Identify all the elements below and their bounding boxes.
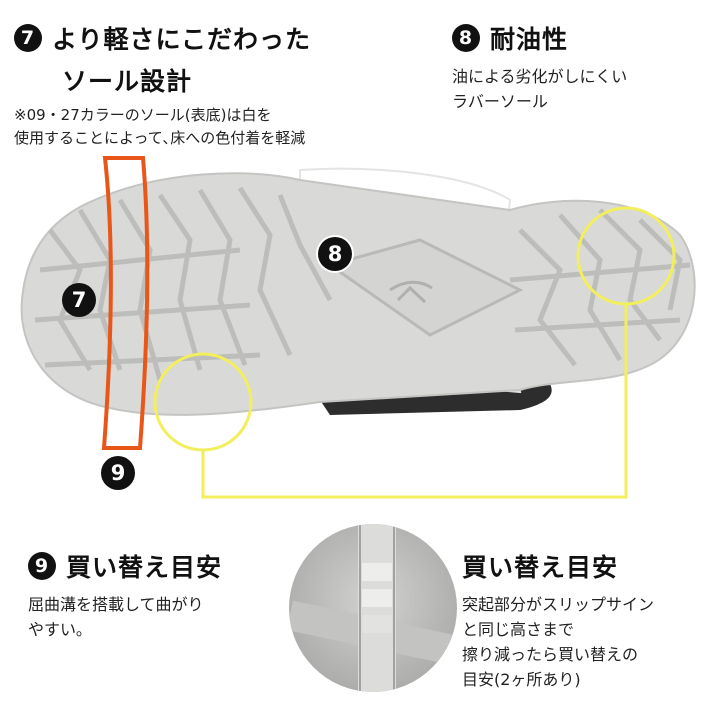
mizuno-runbird-icon <box>389 280 433 304</box>
feature9-heading: 9 買い替え目安 <box>28 548 222 584</box>
closeup-detail <box>289 524 457 692</box>
sole-marker-8: 8 <box>318 237 352 271</box>
replace-desc: 突起部分がスリップサイン と同じ高さまで 擦り減ったら買い替えの 目安(2ヶ所あ… <box>462 595 655 689</box>
feature7-heading-line2: ソール設計 <box>14 62 311 98</box>
sole-marker-9: 9 <box>101 456 135 490</box>
arch-plate <box>326 238 524 337</box>
sole-marker-7: 7 <box>62 283 96 317</box>
feature9-block: 9 買い替え目安 屈曲溝を搭載して曲がり やすい｡ <box>28 548 222 642</box>
wear-indicator-closeup <box>289 524 457 692</box>
feature8-desc: 油による劣化がしにくい ラバーソール <box>452 67 628 111</box>
feature7-title-line2: ソール設計 <box>62 67 193 96</box>
wear-indicator-connector <box>201 304 628 499</box>
orange-highlight-band <box>101 156 150 450</box>
feature7-block: 7 より軽さにこだわった ソール設計 ※09・27カラーのソール(表底)は白を … <box>14 20 311 150</box>
feature9-badge: 9 <box>28 552 56 580</box>
feature8-badge: 8 <box>452 24 480 52</box>
feature9-desc: 屈曲溝を搭載して曲がり やすい｡ <box>28 595 204 639</box>
replace-heading: 買い替え目安 <box>462 548 654 584</box>
feature7-heading: 7 より軽さにこだわった <box>14 20 311 56</box>
replace-guide-block: 買い替え目安 突起部分がスリップサイン と同じ高さまで 擦り減ったら買い替えの … <box>462 548 654 692</box>
feature7-title-line1: より軽さにこだわった <box>52 25 312 54</box>
feature8-block: 8 耐油性 油による劣化がしにくい ラバーソール <box>452 20 627 114</box>
shoe-sole-illustration <box>20 156 696 499</box>
feature8-title: 耐油性 <box>490 25 569 54</box>
feature9-title: 買い替え目安 <box>66 553 223 582</box>
feature7-badge: 7 <box>14 24 42 52</box>
replace-title: 買い替え目安 <box>462 553 619 582</box>
feature7-note: ※09・27カラーのソール(表底)は白を 使用することによって､床への色付着を軽… <box>14 106 306 147</box>
feature8-heading: 8 耐油性 <box>452 20 627 56</box>
